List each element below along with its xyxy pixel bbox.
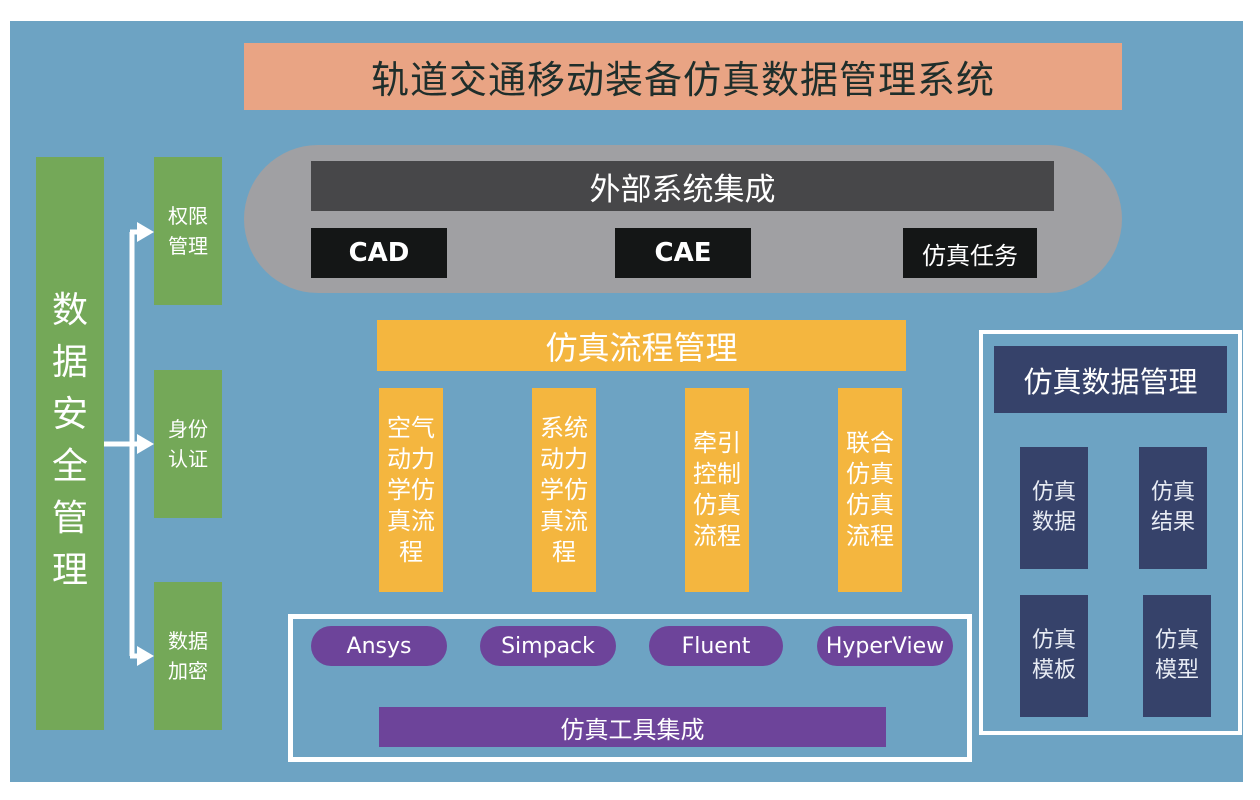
security-item-permission: 权限管理 [154,157,222,305]
data-item-line: 仿真 [1031,628,1076,653]
data-item-line: 数据 [1031,510,1076,535]
process-line: 牵引 [693,429,741,457]
tool-ansys: Ansys [311,626,447,666]
security-char: 据 [51,342,88,383]
security-item-line: 身份 [168,417,208,441]
process-line: 仿真 [693,491,741,519]
process-line: 空气 [387,413,435,442]
process-line: 流程 [693,522,741,550]
security-char: 全 [51,446,88,487]
process-line: 流程 [846,522,894,550]
data-item-simulation-models: 仿真模型 [1143,595,1211,717]
security-char: 数 [51,290,88,331]
process-line: 动力 [540,444,588,473]
security-management-bar: 数 据 安 全 管 理 [36,157,104,730]
process-item-aerodynamics: 空气 动力 学仿 真流 程 [379,388,443,592]
external-item-cae: CAE [615,228,751,278]
system-title: 轨道交通移动装备仿真数据管理系统 [244,43,1122,110]
tool-simpack: Simpack [480,626,616,666]
data-management-frame [979,330,1242,735]
external-item-cad: CAD [311,228,447,278]
process-line: 联合 [846,429,894,457]
data-item-line: 仿真 [1150,480,1195,505]
process-line: 控制 [693,460,741,488]
security-item-line: 权限 [168,204,208,228]
data-item-line: 仿真 [1031,480,1076,505]
tool-integration-frame [288,614,972,762]
process-line: 学仿 [387,475,435,504]
tool-integration-label: 仿真工具集成 [379,707,886,747]
tool-hyperview: HyperView [817,626,953,666]
security-item-authentication: 身份认证 [154,370,222,518]
data-item-line: 结果 [1150,510,1195,535]
external-integration-header: 外部系统集成 [311,161,1054,211]
process-line: 程 [552,537,576,566]
process-item-traction-control: 牵引 控制 仿真 流程 [685,388,749,592]
security-char: 理 [51,550,88,591]
security-item-encryption: 数据加密 [154,582,222,730]
process-line: 程 [399,537,423,566]
process-item-system-dynamics: 系统 动力 学仿 真流 程 [532,388,596,592]
data-item-simulation-results: 仿真结果 [1139,447,1207,569]
data-item-line: 模型 [1154,658,1199,683]
data-item-line: 仿真 [1154,628,1199,653]
security-char: 安 [51,394,88,435]
process-line: 真流 [540,506,588,535]
process-management-header: 仿真流程管理 [377,320,906,371]
security-item-line: 数据 [168,629,208,653]
data-item-simulation-templates: 仿真模板 [1020,595,1088,717]
security-char: 管 [51,498,88,539]
data-item-simulation-data: 仿真数据 [1020,447,1088,569]
process-line: 学仿 [540,475,588,504]
process-line: 系统 [540,413,588,442]
process-line: 仿真 [846,460,894,488]
data-management-header: 仿真数据管理 [994,346,1227,413]
data-item-line: 模板 [1031,658,1076,683]
security-item-line: 加密 [168,659,208,683]
security-item-line: 管理 [168,234,208,258]
process-line: 真流 [387,506,435,535]
process-item-co-simulation: 联合 仿真 仿真 流程 [838,388,902,592]
security-item-line: 认证 [168,447,208,471]
process-line: 仿真 [846,491,894,519]
tool-fluent: Fluent [649,626,783,666]
process-line: 动力 [387,444,435,473]
external-item-simulation-task: 仿真任务 [903,228,1037,278]
